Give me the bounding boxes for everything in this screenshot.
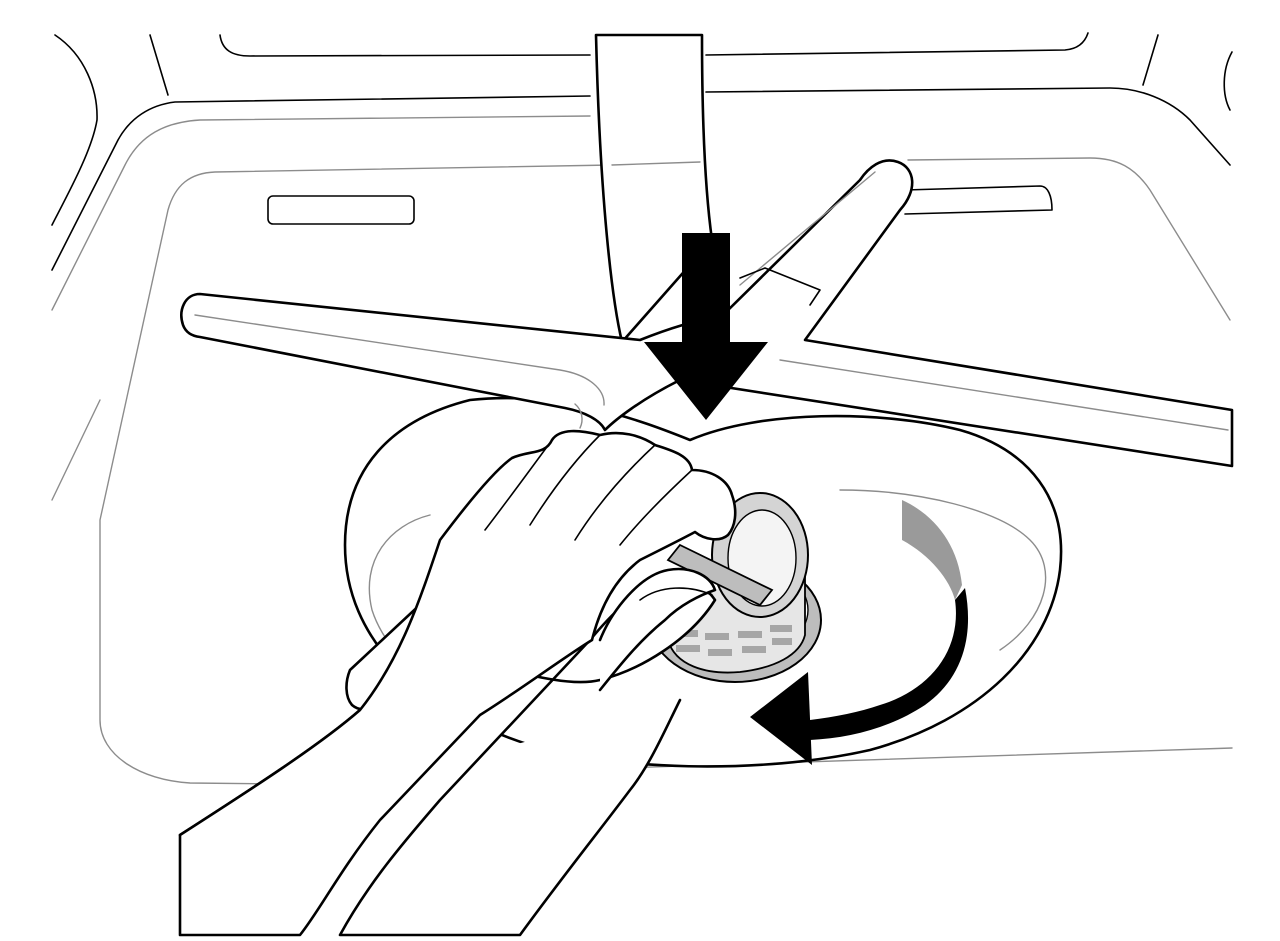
hand	[178, 429, 737, 937]
lower-spray-arm	[180, 159, 1234, 468]
counterclockwise-rotation-arrow-icon	[750, 500, 969, 765]
down-arrow-icon	[644, 233, 768, 420]
